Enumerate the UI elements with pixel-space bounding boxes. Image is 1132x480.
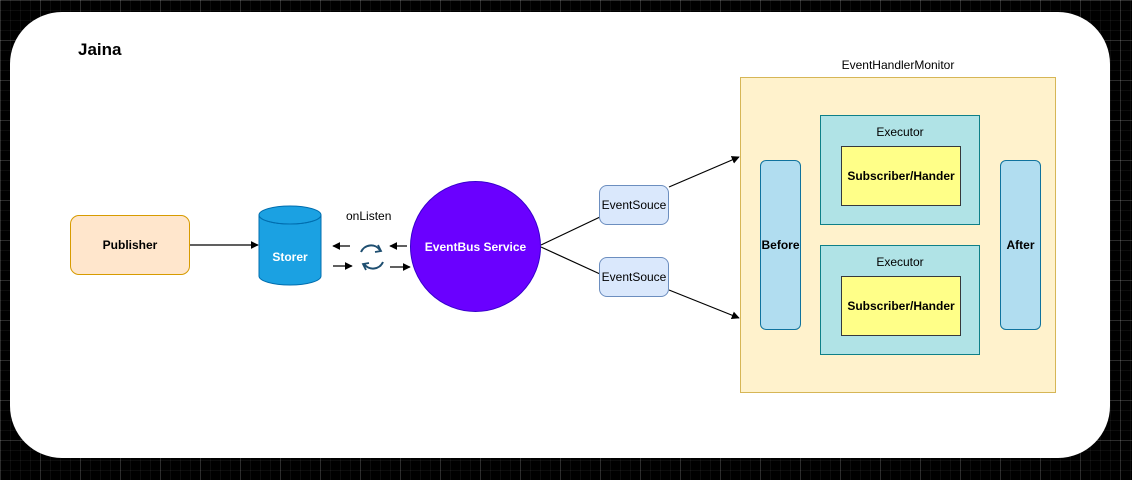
eventsource-bottom-to-monitor-arrow	[668, 289, 740, 320]
event-source-node[interactable]: EventSouce	[599, 185, 669, 225]
on-listen-label: onListen	[346, 209, 392, 223]
diagram-title: Jaina	[78, 40, 122, 59]
subscriber-handler-node[interactable]: Subscriber/Hander	[841, 276, 961, 336]
bus-to-eventsource-bottom-line	[540, 246, 601, 275]
before-node[interactable]: Before	[760, 160, 801, 330]
refresh-cycle-icon	[360, 244, 384, 271]
executor-label: Executor	[876, 125, 924, 139]
event-source-node[interactable]: EventSouce	[599, 257, 669, 297]
event-handler-monitor-title: EventHandlerMonitor	[841, 58, 955, 72]
eventsource-top-to-monitor-arrow	[668, 156, 740, 188]
subscriber-handler-node[interactable]: Subscriber/Hander	[841, 146, 961, 206]
after-node[interactable]: After	[1000, 160, 1041, 330]
event-bus-service-node[interactable]: EventBus Service	[410, 181, 541, 312]
storer-database[interactable]	[258, 205, 322, 286]
publisher-node[interactable]: Publisher	[70, 215, 190, 275]
executor-node[interactable]: Executor Subscriber/Hander	[820, 115, 980, 225]
executor-node[interactable]: Executor Subscriber/Hander	[820, 245, 980, 355]
bus-to-eventsource-top-line	[540, 216, 601, 246]
executor-label: Executor	[876, 255, 924, 269]
storer-label: Storer	[272, 250, 308, 264]
